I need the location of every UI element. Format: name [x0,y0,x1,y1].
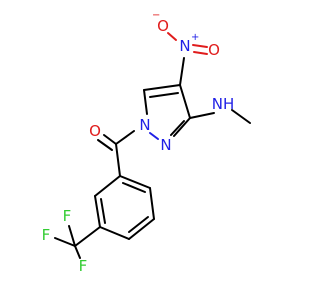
bond-n1-carbonyl-c [115,130,135,145]
bond-carbonyl-c-o-double [97,139,113,151]
fluorine-left-label: F [42,226,51,244]
bond-cf3-f-bottom [74,245,81,259]
bond-nh-ch3 [231,109,251,124]
bond-c4-nitro-n [179,57,185,86]
bond-c5-c4 [143,84,181,91]
bond-ar3-ar4-inner [128,216,149,233]
fluorine-bottom-label: F [79,257,88,275]
bond-ar5-ar6 [94,195,101,228]
bond-n2-n1 [149,132,159,140]
nitro-n-label: N [179,37,190,55]
ring-n2-label: N [160,136,171,154]
carbonyl-bonds [97,130,135,177]
bond-ar4-ar5 [99,226,130,240]
bond-c5-c4-double [149,92,179,98]
pyrazole-ring [143,84,191,140]
bond-nitro-n-o-minus [167,32,177,41]
nitro-plus-charge: + [191,32,199,43]
fluorine-top-label: F [63,207,72,225]
bond-cf3-f-top [68,225,76,247]
bond-ar3-ar4 [128,218,155,240]
ring-n1-label: N [139,116,150,134]
bond-cf3-f-left [54,237,76,247]
atom-labels: N N N + O − O NH O F F F [42,10,235,275]
nitro-minus-charge: − [152,10,160,21]
bond-c3-n2 [173,117,191,137]
molecule-structure-diagram: N N N + O − O NH O F F F [42,10,251,275]
bond-nitro-n-o-double [193,51,208,55]
methylamine-bonds [189,109,251,124]
bond-ar5-cf3 [74,226,101,247]
nitro-group-bonds [167,32,208,86]
bond-ar1-ar2-inner [122,182,146,193]
bond-ar5-ar6-inner [100,198,106,224]
bond-ar2-ar3 [149,187,155,220]
nitro-o-label: O [208,41,220,59]
nitro-o-minus-label: O [157,17,169,35]
bond-carbonyl-c-aryl [115,143,121,177]
bond-carbonyl-c-o [103,134,117,145]
trifluoromethyl-bonds [54,225,101,259]
bond-n1-c5 [143,89,148,115]
carbonyl-o-label: O [89,122,101,140]
bond-c3-n2-double [170,120,185,136]
bond-nitro-n-o [192,44,208,48]
bond-c3-nh [189,112,215,119]
amine-nh-label: NH [212,95,235,113]
bond-c4-c3 [179,84,191,119]
benzene-ring [94,175,155,240]
bond-ar1-ar2 [119,175,151,189]
bond-ar6-ar1 [94,175,121,197]
